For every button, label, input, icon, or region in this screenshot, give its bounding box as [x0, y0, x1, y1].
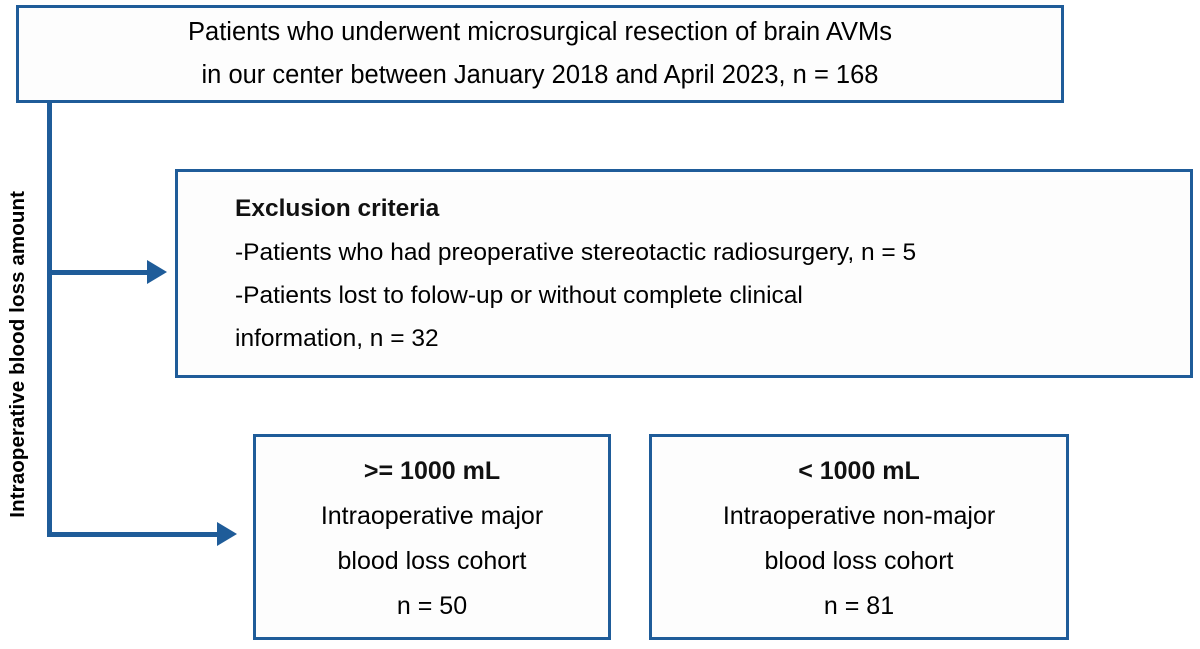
cohort-major-line-1: Intraoperative major [320, 501, 544, 530]
arrowhead-to-exclusion-icon [147, 260, 167, 284]
enrollment-line-2: in our center between January 2018 and A… [201, 61, 879, 89]
axis-label-intraoperative-blood-loss: Intraoperative blood loss amount [0, 128, 36, 580]
cohort-box-major-blood-loss: >= 1000 mL Intraoperative major blood lo… [253, 434, 611, 640]
cohort-major-line-2: blood loss cohort [337, 546, 527, 575]
arrowhead-to-cohorts-icon [217, 522, 237, 546]
cohort-minor-line-1: Intraoperative non-major [722, 501, 996, 530]
exclusion-title: Exclusion criteria [235, 195, 440, 222]
enrollment-box: Patients who underwent microsurgical res… [16, 5, 1064, 103]
exclusion-criteria-box: Exclusion criteria -Patients who had pre… [175, 169, 1193, 378]
enrollment-line-1: Patients who underwent microsurgical res… [188, 18, 892, 46]
cohort-minor-count: n = 81 [823, 591, 895, 620]
cohort-major-count: n = 50 [396, 591, 468, 620]
cohort-major-threshold: >= 1000 mL [363, 456, 501, 485]
axis-label-text: Intraoperative blood loss amount [6, 190, 29, 518]
connector-arm-to-exclusion [47, 270, 149, 275]
exclusion-line-3: information, n = 32 [235, 325, 439, 352]
exclusion-line-2: -Patients lost to folow-up or without co… [235, 282, 803, 309]
cohort-minor-line-2: blood loss cohort [764, 546, 954, 575]
connector-arm-to-cohorts [47, 532, 219, 537]
exclusion-line-1: -Patients who had preoperative stereotac… [235, 239, 917, 266]
cohort-box-non-major-blood-loss: < 1000 mL Intraoperative non-major blood… [649, 434, 1069, 640]
connector-trunk-vertical [47, 100, 52, 537]
cohort-minor-threshold: < 1000 mL [798, 456, 920, 485]
